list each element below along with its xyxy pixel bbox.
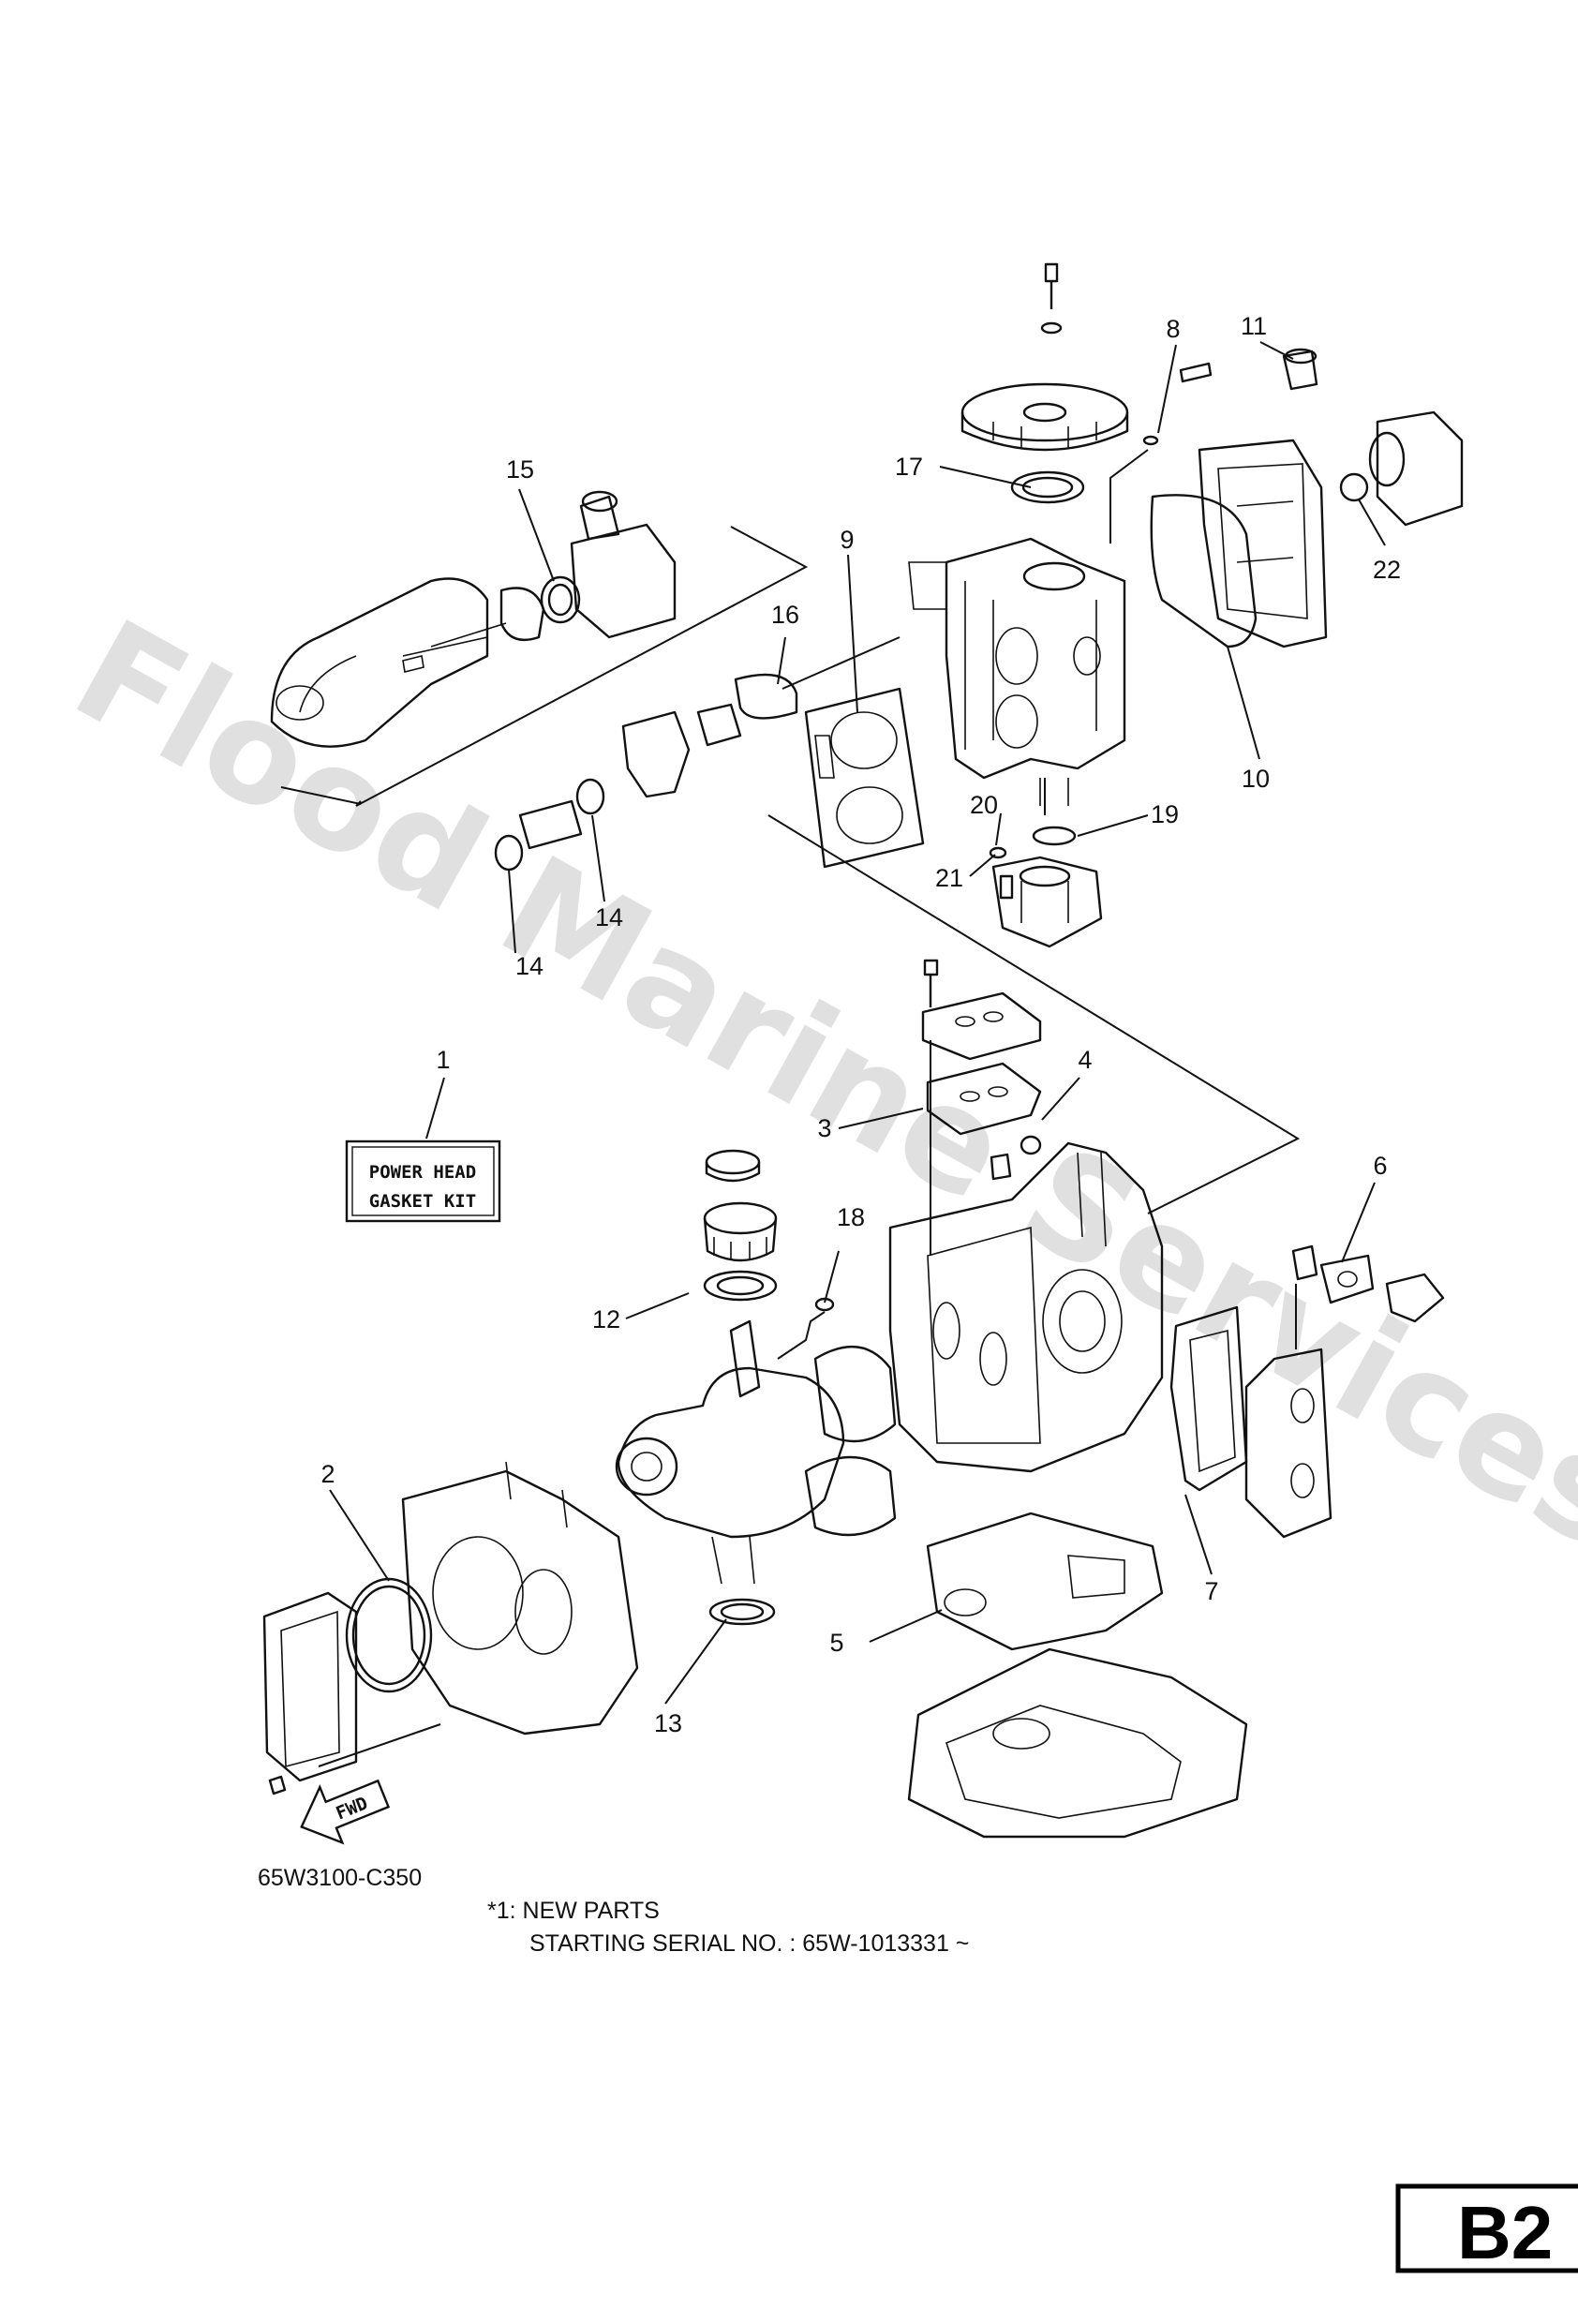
callout-15: 15 [506, 455, 534, 484]
callout-19: 19 [1151, 800, 1179, 828]
cylinder-block [888, 1135, 1164, 1473]
callout-14a: 14 [515, 952, 543, 980]
callout-14b: 14 [595, 903, 623, 931]
head-gasket [804, 687, 925, 869]
note-line-2: STARTING SERIAL NO. : 65W-1013331 ~ [529, 1930, 969, 1957]
cylinder-head-group [908, 262, 1129, 806]
callout-3: 3 [817, 1114, 831, 1142]
callout-12: 12 [592, 1305, 620, 1333]
side-cover-group [262, 1461, 639, 1795]
callout-labels: 1 2 3 4 5 6 7 8 9 10 11 12 13 14 14 15 1… [320, 312, 1401, 1737]
diagram-code: 65W3100-C350 [258, 1865, 422, 1891]
callout-2: 2 [320, 1460, 335, 1488]
callout-18: 18 [837, 1203, 865, 1231]
leader-lines [329, 341, 1386, 1705]
callout-1: 1 [436, 1046, 450, 1074]
section-code: B2 [1457, 2191, 1553, 2274]
section-code-box: B2 [1395, 2183, 1578, 2274]
thermostat-housing [989, 826, 1103, 948]
callout-4: 4 [1078, 1046, 1092, 1074]
head-cover-group [1142, 348, 1464, 648]
kit-label-line2: GASKET KIT [369, 1191, 476, 1212]
fwd-arrow: FWD [300, 1779, 391, 1845]
callout-11: 11 [1241, 312, 1267, 340]
callout-8: 8 [1166, 315, 1180, 343]
lower-crankcase-group [907, 1512, 1248, 1839]
callout-5: 5 [829, 1629, 843, 1657]
callout-9: 9 [840, 526, 854, 554]
assembly-lines [280, 449, 1301, 1767]
callout-21: 21 [935, 864, 963, 892]
callout-13: 13 [654, 1709, 682, 1737]
intake-manifold [494, 673, 798, 872]
carburetor-assembly [270, 490, 677, 748]
crankshaft-assembly [615, 1149, 897, 1626]
callout-22: 22 [1373, 556, 1401, 584]
plate-and-gasket [921, 959, 1042, 1136]
callout-20: 20 [970, 791, 998, 819]
note-line-1: *1: NEW PARTS [487, 1898, 660, 1924]
watermark: Flood Marine Services [50, 589, 1578, 1581]
callout-10: 10 [1242, 765, 1270, 793]
kit-label-line1: POWER HEAD [369, 1162, 476, 1183]
callout-17: 17 [895, 453, 923, 481]
callout-6: 6 [1373, 1152, 1387, 1180]
exhaust-cover-group [1169, 1244, 1445, 1539]
gasket-kit-box: POWER HEAD GASKET KIT [345, 1140, 501, 1223]
callout-7: 7 [1204, 1577, 1218, 1605]
callout-16: 16 [771, 601, 799, 629]
